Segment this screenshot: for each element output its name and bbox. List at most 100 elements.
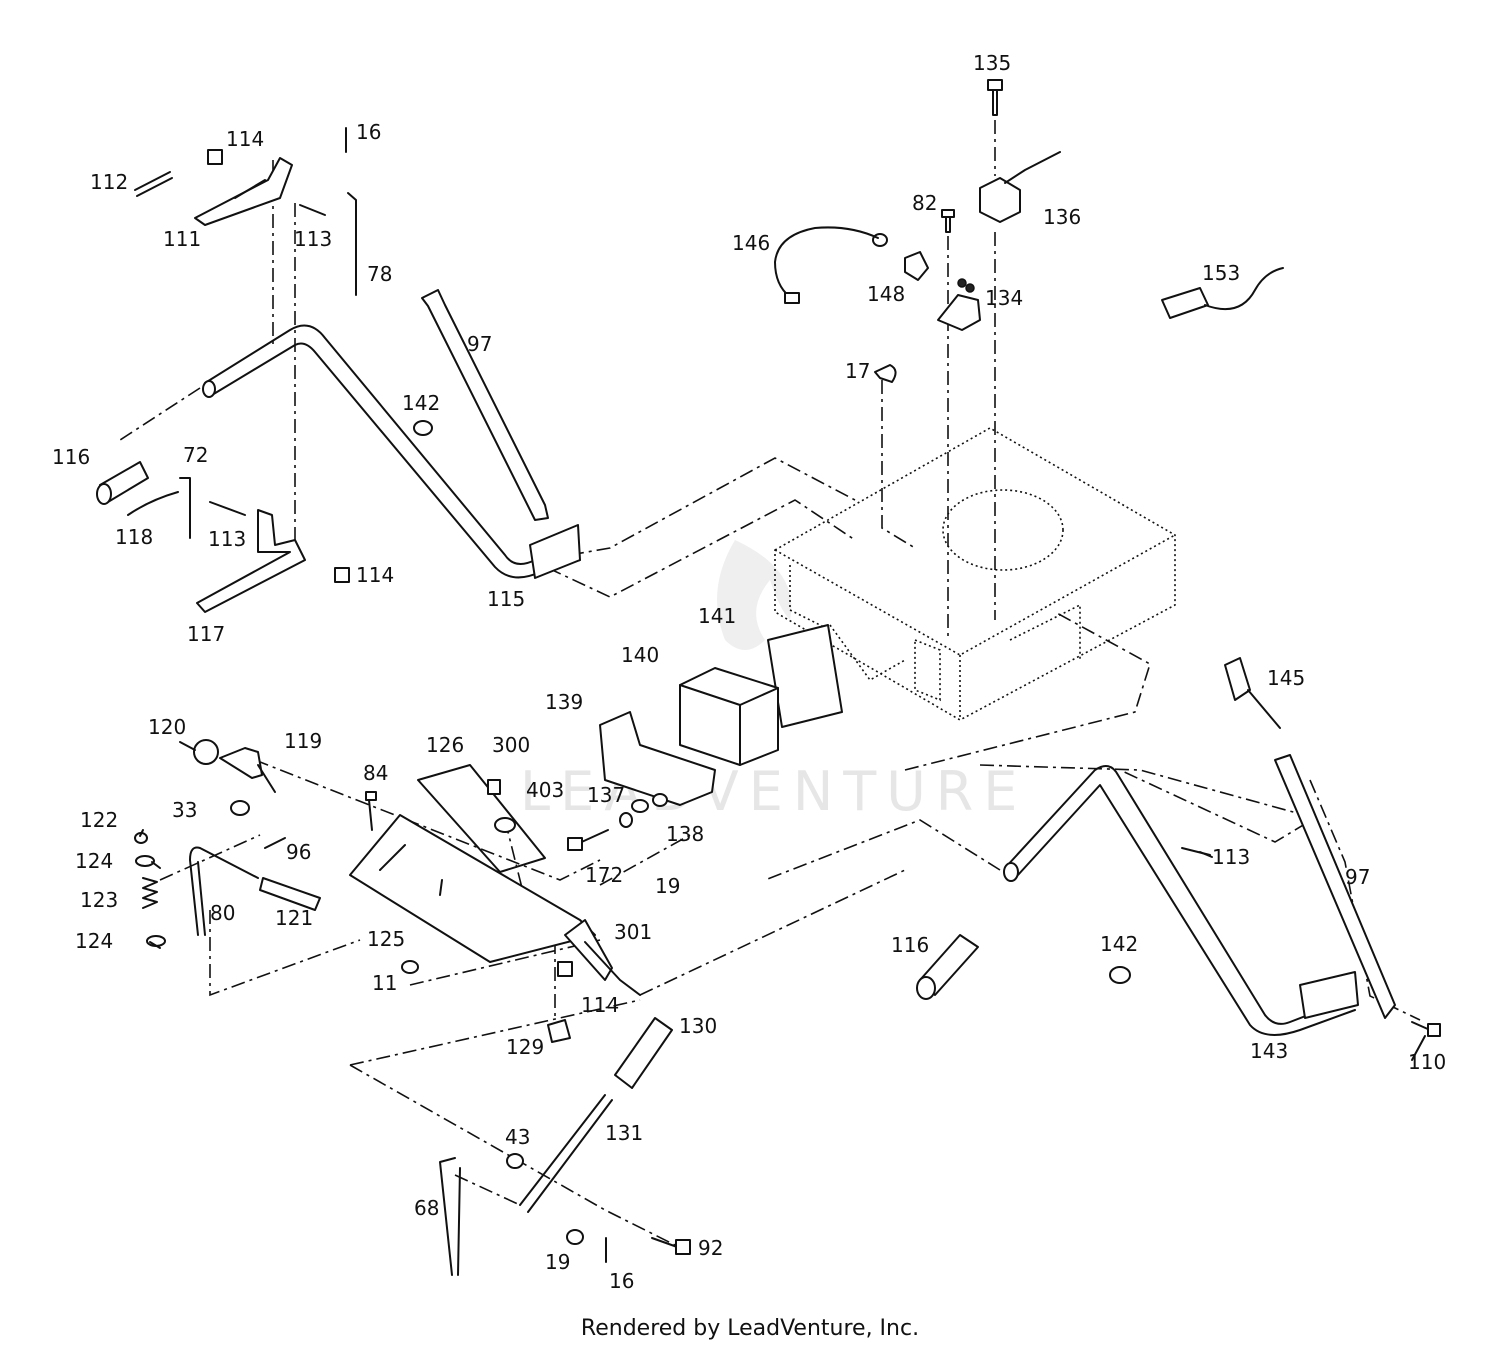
callout-label: 113 [1212,845,1250,869]
clamp-142b [1109,966,1131,984]
guide-lines [119,120,1421,1251]
plate-slots [379,844,443,896]
watermark-text: LEADVENTURE [520,760,1027,823]
callout-label: 142 [1100,932,1138,956]
callout-label: 117 [187,622,225,646]
clip-17 [874,364,897,383]
battery-140 [679,667,779,766]
bottom-linkage [439,1017,691,1276]
washer-124a [135,855,155,867]
callout-label: 143 [1250,1039,1288,1063]
callout-label: 92 [698,1236,723,1260]
callout-label: 116 [891,933,929,957]
cap-148 [904,251,929,281]
nut-403 [494,817,516,833]
callout-label: 124 [75,929,113,953]
callout-label: 82 [912,191,937,215]
watermark: LEADVENTURE [520,540,1027,823]
callout-label: 116 [52,445,90,469]
callout-label: 135 [973,51,1011,75]
callout-label: 96 [286,840,311,864]
callout-label: 403 [526,778,564,802]
callout-label: 115 [487,587,525,611]
callout-label: 78 [367,262,392,286]
callout-label: 19 [655,874,680,898]
handle-bracket [529,524,581,579]
rod-78 [347,192,357,296]
bolt-82 [941,209,955,233]
pad-130 [614,1017,673,1089]
callout-label: 125 [367,927,405,951]
handle-143 [1004,765,1356,1036]
callout-label: 114 [356,563,394,587]
sheet-126 [417,764,546,873]
solenoid-134 [937,294,981,331]
callout-label: 120 [148,715,186,739]
callout-label: 129 [506,1035,544,1059]
grip-end [96,483,112,505]
spacer-137 [631,799,649,813]
callout-label: 141 [698,604,736,628]
callout-label: 97 [1345,865,1370,889]
handle-115 [204,324,581,579]
nut-114b [334,567,350,583]
callout-label: 126 [426,733,464,757]
callout-label: 80 [210,901,235,925]
callout-label: 72 [183,443,208,467]
pin-112 [134,171,173,197]
watermark-flame-icon [717,540,792,650]
lever-117 [196,509,306,613]
handle-lower-right [916,754,1441,1037]
washer-43 [506,1153,524,1169]
battery-area [567,624,1281,851]
module-wires [1004,151,1061,184]
washer-19 [619,812,633,828]
callout-label: 119 [284,729,322,753]
bolt-135 [987,79,1003,116]
callout-label: 17 [845,359,870,383]
callout-label: 68 [414,1196,439,1220]
bolt-84 [365,791,377,831]
callout-label: 11 [372,971,397,995]
footer-credit: Rendered by LeadVenture, Inc. [580,1316,920,1341]
knob-120 [193,739,219,765]
lever-111 [194,157,293,226]
callout-label: 142 [402,391,440,415]
battery-edges [679,684,779,766]
callout-label: 146 [732,231,770,255]
callout-label: 134 [985,286,1023,310]
nut-114 [207,149,223,165]
callout-label: 19 [545,1250,570,1274]
switch-129 [547,1019,571,1043]
strap-97b [1274,754,1396,1019]
callout-label: 16 [609,1269,634,1293]
frame-assembly [774,427,1176,721]
nut-11 [401,960,419,974]
plate-141 [767,624,843,728]
tube-121 [259,877,321,911]
callout-label: 122 [80,808,118,832]
callout-label: 139 [545,690,583,714]
callout-label: 121 [275,906,313,930]
clamp-142 [413,420,433,436]
callout-label: 145 [1267,666,1305,690]
callout-label: 137 [587,783,625,807]
harness-plug [784,292,800,304]
tray-139 [599,711,716,806]
callout-label: 113 [294,227,332,251]
bolt-92-head [675,1239,691,1255]
callout-label: 148 [867,282,905,306]
rod-68 [439,1157,461,1276]
nut-138 [652,793,668,807]
callout-labels: 135 16 114 112 111 113 78 82 136 146 148… [52,51,1446,1293]
charger-cord [1204,267,1284,310]
leader-lines [139,179,1426,1061]
callout-label: 300 [492,733,530,757]
callout-label: 130 [679,1014,717,1038]
callout-label: 114 [226,127,264,151]
callout-label: 110 [1408,1050,1446,1074]
lever-119 [219,747,263,779]
bolt-113b [209,501,246,516]
nut-33 [230,800,250,816]
